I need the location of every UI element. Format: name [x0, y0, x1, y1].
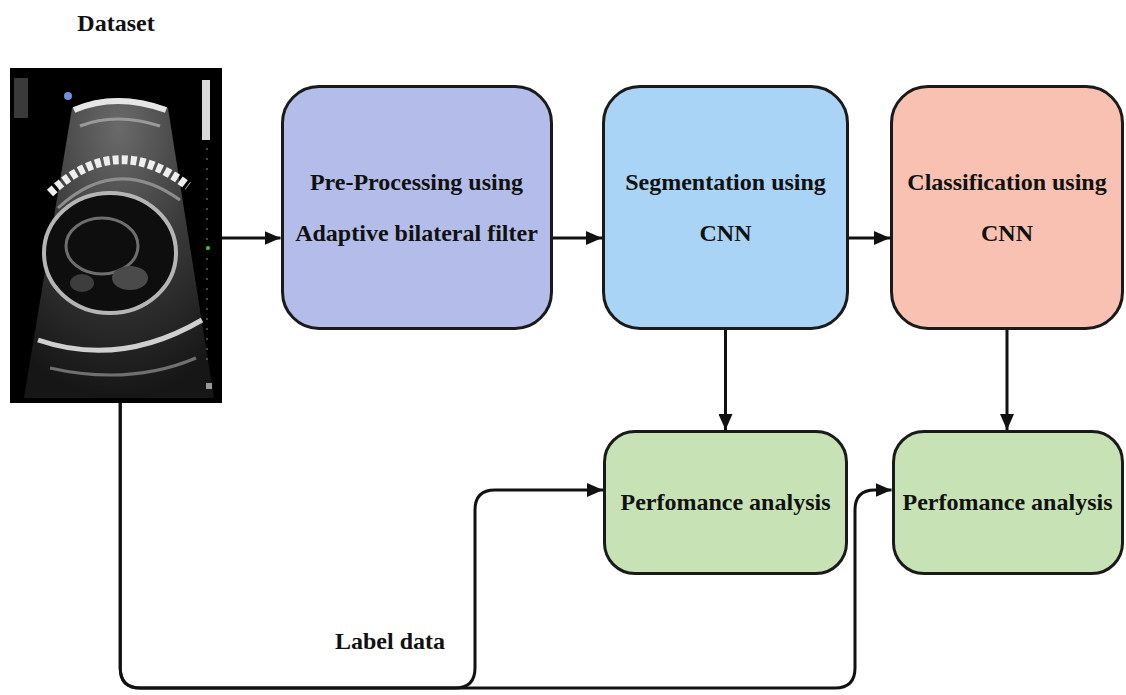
- connector: [120, 403, 891, 688]
- edge-label: Label data: [333, 626, 447, 656]
- connector: [1006, 330, 1009, 430]
- ultrasound-image: [10, 68, 222, 403]
- process-box: Perfomance analysis: [603, 430, 848, 575]
- connector: [724, 330, 727, 430]
- connector: [222, 237, 281, 240]
- box-label: Classification using CNN: [901, 157, 1113, 258]
- connector: [849, 237, 890, 240]
- box-label: Perfomance analysis: [621, 477, 831, 527]
- box-label: Segmentation using CNN: [613, 157, 838, 258]
- box-label: Pre-Processing using Adaptive bilateral …: [292, 157, 542, 258]
- connector: [553, 237, 603, 240]
- process-box: Segmentation using CNN: [602, 85, 849, 330]
- box-label: Perfomance analysis: [903, 477, 1113, 527]
- dataset-image: Dataset: [10, 68, 222, 403]
- connector: [120, 403, 603, 688]
- process-box: Classification using CNN: [890, 85, 1124, 330]
- process-box: Perfomance analysis: [892, 430, 1124, 575]
- dataset-heading: Dataset: [0, 8, 262, 38]
- process-box: Pre-Processing using Adaptive bilateral …: [281, 85, 553, 330]
